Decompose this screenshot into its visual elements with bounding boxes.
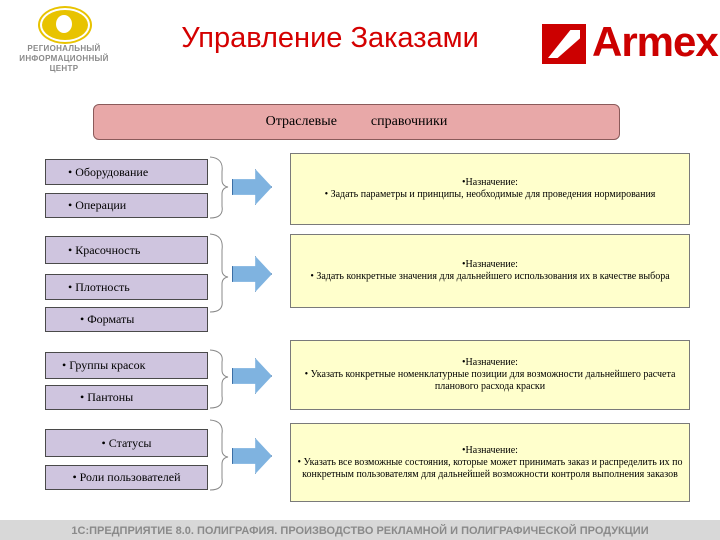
purpose-box-3: •Назначение: • Указать конкретные номенк…: [290, 340, 690, 410]
bracket-group-3: [209, 349, 229, 409]
armex-logo: Armex: [538, 14, 719, 70]
section-banner: Отраслевые справочники: [93, 104, 620, 140]
ric-logo: РЕГИОНАЛЬНЫЙ ИНФОРМАЦИОННЫЙ ЦЕНТР: [10, 6, 118, 82]
ric-logo-text: РЕГИОНАЛЬНЫЙ ИНФОРМАЦИОННЫЙ ЦЕНТР: [19, 44, 109, 73]
armex-logo-text: Armex: [592, 18, 719, 65]
item-formats: Форматы: [45, 307, 208, 332]
item-ink-groups: Группы красок: [45, 352, 208, 379]
purpose-box-4: •Назначение: • Указать все возможные сос…: [290, 423, 690, 502]
banner-word-1: Отраслевые: [265, 114, 337, 129]
item-pantones: Пантоны: [45, 385, 208, 410]
footer-text: 1С:ПРЕДПРИЯТИЕ 8.0. ПОЛИГРАФИЯ. ПРОИЗВОД…: [71, 525, 649, 537]
item-equipment: Оборудование: [45, 159, 208, 185]
bracket-group-1: [209, 156, 229, 219]
purpose-box-1: •Назначение: • Задать параметры и принци…: [290, 153, 690, 225]
item-statuses: Статусы: [45, 429, 208, 457]
bracket-group-4: [209, 419, 229, 491]
page-title: Управление Заказами: [181, 22, 479, 54]
footer-bar: [0, 520, 720, 540]
purpose-box-2: •Назначение: • Задать конкретные значени…: [290, 234, 690, 308]
item-color-count: Красочность: [45, 236, 208, 264]
item-operations: Операции: [45, 193, 208, 218]
ric-logo-icon: [40, 8, 90, 42]
armex-logo-icon: [542, 24, 586, 64]
banner-word-2: справочники: [370, 114, 448, 129]
item-density: Плотность: [45, 274, 208, 300]
item-user-roles: Роли пользователей: [45, 465, 208, 490]
bracket-group-2: [209, 233, 229, 313]
